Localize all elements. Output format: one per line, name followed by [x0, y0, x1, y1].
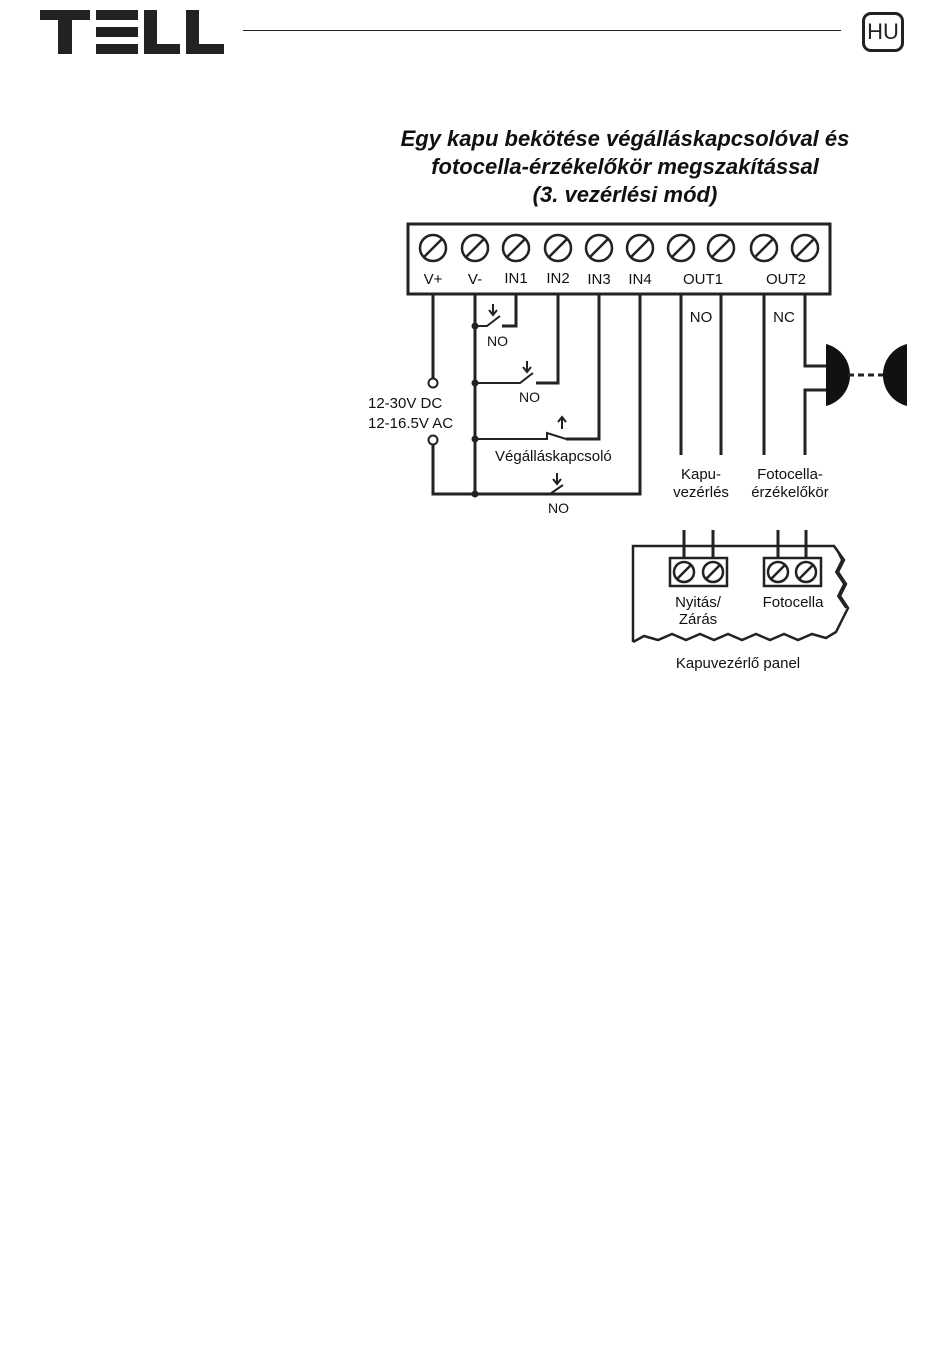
wire-out2-b — [805, 294, 826, 455]
panel-input-label-nyitas-1: Nyitás/ — [675, 594, 722, 611]
switch-in2 — [475, 373, 533, 383]
terminal-screw-4 — [545, 235, 571, 261]
terminal-label-in2: IN2 — [546, 270, 569, 287]
supply-label-dc: 12-30V DC — [368, 395, 442, 412]
terminal-screw-10 — [792, 235, 818, 261]
terminal-screw-3 — [503, 235, 529, 261]
out1-function-line-1: Kapu- — [681, 466, 721, 483]
out2-function-line-2: érzékelőkör — [751, 484, 829, 501]
terminal-screw-2 — [462, 235, 488, 261]
supply-terminal-bottom — [429, 436, 438, 445]
switch-in3 — [475, 433, 566, 439]
terminal-screw-6 — [627, 235, 653, 261]
terminal-label-in1: IN1 — [504, 270, 527, 287]
supply-terminal-top — [429, 379, 438, 388]
diagram-title-line-1: Egy kapu bekötése végálláskapcsolóval és — [401, 126, 850, 151]
out1-function-line-2: vezérlés — [673, 484, 729, 501]
terminal-label-out1: OUT1 — [683, 271, 723, 288]
switch-in4-label: NO — [548, 500, 569, 516]
terminal-label-v-plus: V+ — [424, 271, 443, 288]
supply-label-ac: 12-16.5V AC — [368, 415, 453, 432]
panel-screw-1 — [674, 562, 694, 582]
panel-input-label-fotocella: Fotocella — [763, 594, 825, 611]
panel-input-label-nyitas-2: Zárás — [679, 611, 717, 628]
wire-in1 — [502, 294, 516, 326]
switch-in2-arrow — [523, 361, 531, 372]
terminal-screw-7 — [668, 235, 694, 261]
terminal-label-out2: OUT2 — [766, 271, 806, 288]
switch-in1 — [475, 316, 500, 326]
gate-panel-label: Kapuvezérlő panel — [676, 655, 800, 672]
panel-screw-3 — [768, 562, 788, 582]
terminal-screw-9 — [751, 235, 777, 261]
switch-in1-label: NO — [487, 333, 508, 349]
diagram-title-line-3: (3. vezérlési mód) — [533, 182, 718, 207]
photocell-transmitter-icon — [826, 344, 850, 406]
terminal-label-v-minus: V- — [468, 271, 482, 288]
terminal-label-in4: IN4 — [628, 271, 651, 288]
switch-in4-arrow — [553, 473, 561, 484]
switch-in2-label: NO — [519, 389, 540, 405]
terminal-screw-1 — [420, 235, 446, 261]
terminal-label-in3: IN3 — [587, 271, 610, 288]
out2-function-line-1: Fotocella- — [757, 466, 823, 483]
switch-in3-label: Végálláskapcsoló — [495, 448, 612, 465]
photocell-receiver-icon — [883, 344, 907, 406]
panel-screw-2 — [703, 562, 723, 582]
wiring-diagram: Egy kapu bekötése végálláskapcsolóval és… — [0, 0, 950, 700]
diagram-title-line-2: fotocella-érzékelőkör megszakítással — [431, 154, 820, 179]
panel-screw-4 — [796, 562, 816, 582]
wire-in2 — [536, 294, 558, 383]
out1-contact-label: NO — [690, 309, 713, 326]
terminal-screw-8 — [708, 235, 734, 261]
wire-in3 — [566, 294, 599, 439]
out2-contact-label: NC — [773, 309, 795, 326]
terminal-screw-5 — [586, 235, 612, 261]
switch-in1-arrow — [489, 304, 497, 315]
switch-in3-arrow — [558, 417, 566, 429]
